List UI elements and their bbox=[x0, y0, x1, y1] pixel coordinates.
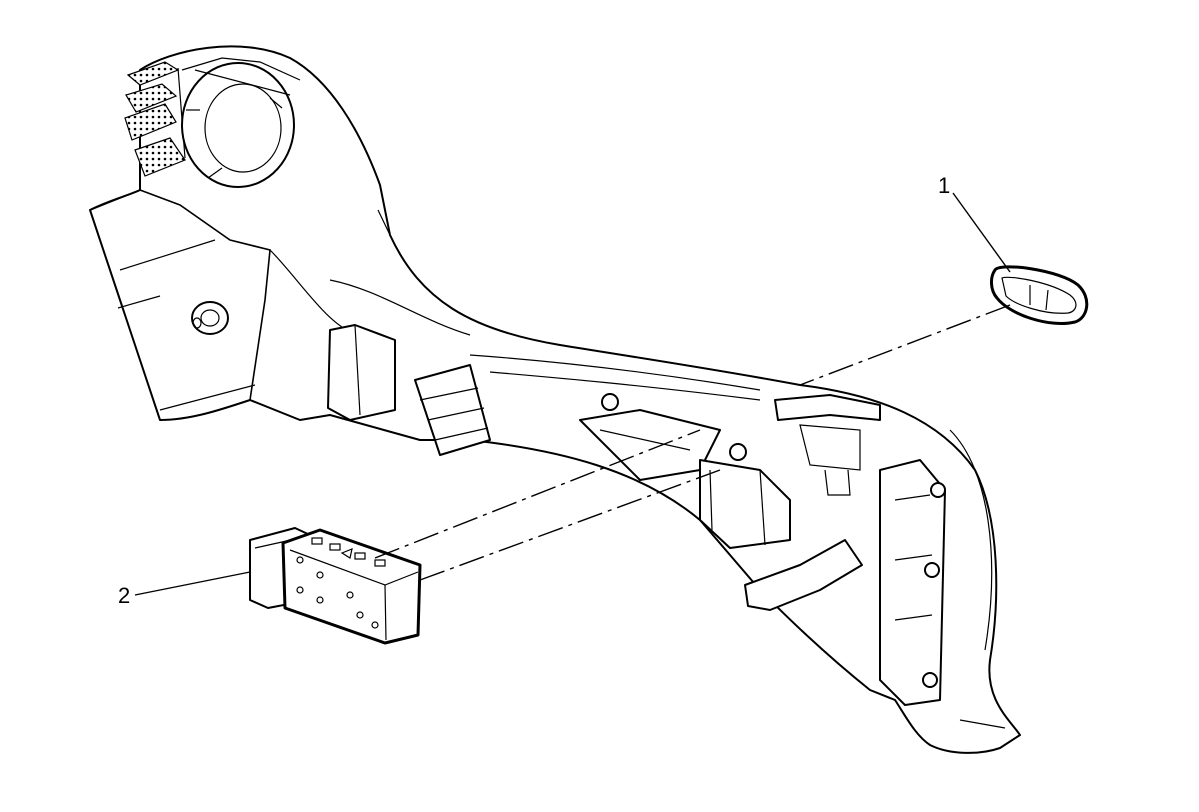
switch-assembly-part-2 bbox=[249, 527, 422, 645]
assembly-lines bbox=[374, 304, 1011, 581]
switch-bezel-part-1 bbox=[990, 265, 1089, 325]
callout-2-label: 2 bbox=[118, 583, 130, 608]
callout-1: 1 bbox=[938, 173, 1011, 273]
callout-1-label: 1 bbox=[938, 173, 950, 198]
callout-2: 2 bbox=[118, 571, 251, 608]
console-trim-panel bbox=[89, 45, 1021, 754]
